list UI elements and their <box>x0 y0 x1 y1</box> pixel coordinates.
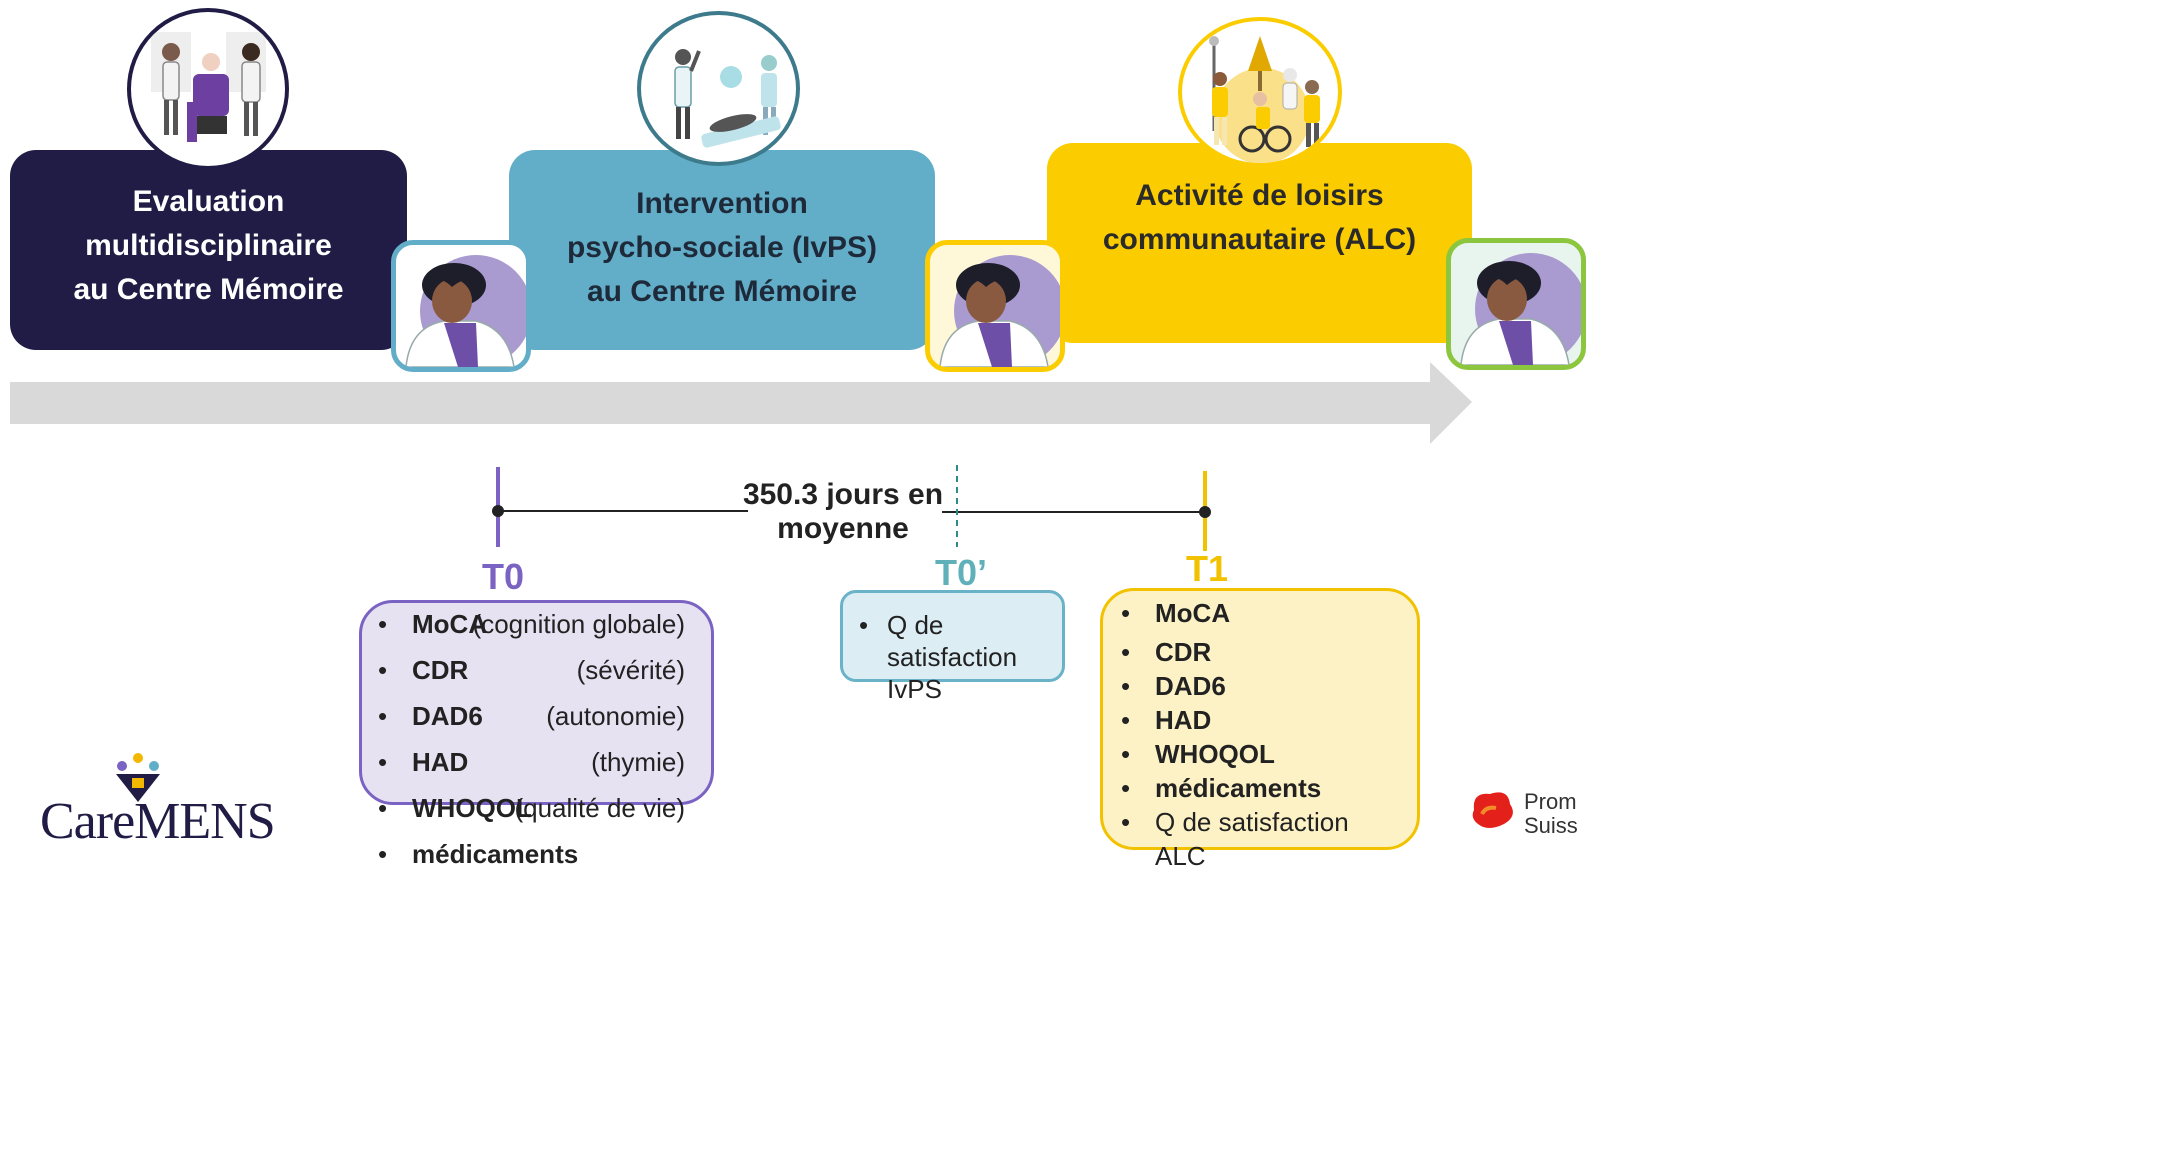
list-item: MoCA(cognition globale) <box>378 601 685 647</box>
phase-evaluation: Evaluation multidisciplinaire au Centre … <box>10 150 407 350</box>
duration-line: 350.3 jours en <box>742 478 944 511</box>
measure-name: CDR <box>1155 637 1212 667</box>
team-illustration-icon <box>127 8 289 170</box>
t0prime-measures-box: • Q de satisfaction IvPS <box>840 590 1065 704</box>
list-item: DAD6 (autonomie) <box>378 693 685 739</box>
duration-label: 350.3 jours en moyenne <box>742 478 944 546</box>
list-item: WHOQOL <box>1121 737 1397 771</box>
measure-name: MoCA <box>1155 598 1231 628</box>
measure-name: Q de satisfaction ALC <box>1155 807 1349 871</box>
leisure-illustration-icon <box>1178 17 1342 167</box>
measure-desc: (thymie) <box>591 747 685 777</box>
phase-intervention-line: au Centre Mémoire <box>586 275 858 308</box>
t1-measures-box: MoCA CDR DAD6 HAD WHOQOL médicaments Q d… <box>1100 588 1420 871</box>
list-item: médicaments <box>378 831 685 877</box>
list-item: CDR (sévérité) <box>378 647 685 693</box>
phase-intervention-line: psycho-sociale (IvPS) <box>566 231 878 264</box>
t0-label: T0 <box>482 556 525 597</box>
phase-intervention-line: Intervention <box>636 187 808 220</box>
list-item: HAD <box>1121 703 1397 737</box>
partner-logo-line: Prom <box>1524 789 1577 814</box>
measure-name: HAD <box>412 747 469 777</box>
list-item: MoCA <box>1121 591 1397 635</box>
t0-measures-list: MoCA(cognition globale) CDR (sévérité) DA… <box>378 601 685 877</box>
caremens-logo: CareMENS <box>40 752 276 850</box>
duration-line: moyenne <box>777 512 909 545</box>
measure-name: médicaments <box>1155 773 1322 803</box>
doctor-avatar-icon <box>925 240 1065 372</box>
list-item: Q de satisfaction ALC <box>1121 805 1397 871</box>
doctor-avatar-icon <box>391 240 531 372</box>
caremens-logo-icon <box>116 753 160 802</box>
phase-leisure-line: Activité de loisirs <box>1135 179 1384 212</box>
measurement-timeline <box>492 465 1211 551</box>
measure-name: DAD6 <box>1155 671 1226 701</box>
phase-evaluation-line: Evaluation <box>132 185 285 218</box>
t0-measures-box: MoCA(cognition globale) CDR (sévérité) DA… <box>359 600 714 877</box>
measure-desc: (cognition globale) <box>472 609 685 639</box>
phase-leisure: Activité de loisirs communautaire (ALC) <box>1047 143 1472 343</box>
measure-desc: (qualité de vie) <box>514 793 685 823</box>
caremens-logo-text: CareMENS <box>40 793 276 850</box>
doctor-avatar-icon <box>1446 238 1586 370</box>
phase-intervention: Intervention psycho-sociale (IvPS) au Ce… <box>509 150 935 350</box>
partner-logo-icon <box>1472 792 1513 828</box>
measure-name: MoCA <box>412 609 488 639</box>
measure-name: médicaments <box>412 839 579 869</box>
phase-evaluation-line: multidisciplinaire <box>85 229 332 262</box>
satisfaction-ivps-line: Q de satisfaction <box>887 610 1018 672</box>
timeline-arrow <box>10 362 1472 444</box>
phase-leisure-line: communautaire (ALC) <box>1102 223 1417 256</box>
measure-desc: (sévérité) <box>576 655 685 685</box>
phase-evaluation-line: au Centre Mémoire <box>73 273 344 306</box>
measure-name: WHOQOL <box>412 793 532 823</box>
exercise-illustration-icon <box>637 11 800 166</box>
list-item: WHOQOL(qualité de vie) <box>378 785 685 831</box>
list-item: médicaments <box>1121 771 1397 805</box>
list-item: CDR <box>1121 635 1397 669</box>
partner-logo-text: Prom Suiss <box>1524 790 1578 838</box>
t0prime-label: T0’ <box>935 552 988 593</box>
list-item: DAD6 <box>1121 669 1397 703</box>
satisfaction-ivps-line: IvPS <box>887 674 942 704</box>
measure-name: WHOQOL <box>1155 739 1275 769</box>
t1-measures-list: MoCA CDR DAD6 HAD WHOQOL médicaments Q d… <box>1121 591 1397 871</box>
partner-logo-line: Suiss <box>1524 813 1578 838</box>
measure-name: DAD6 <box>412 701 483 731</box>
measure-name: CDR <box>412 655 469 685</box>
measure-name: HAD <box>1155 705 1212 735</box>
list-item: HAD (thymie) <box>378 739 685 785</box>
measure-desc: (autonomie) <box>546 701 685 731</box>
t1-label: T1 <box>1186 548 1229 589</box>
